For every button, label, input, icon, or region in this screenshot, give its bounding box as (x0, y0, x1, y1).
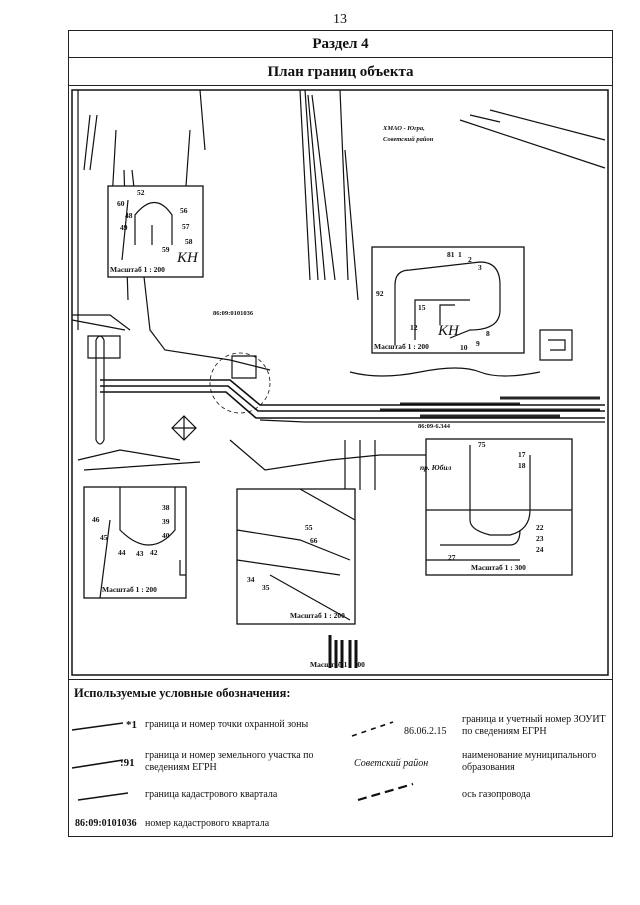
point-number-label: 38 (162, 503, 170, 512)
legend-label: наименование муниципального образования (462, 750, 597, 773)
point-number-label: 52 (137, 188, 145, 197)
legend-marker: :91 (120, 757, 135, 769)
zouit-dashed-icon (351, 721, 394, 737)
legend-symbols (71, 721, 414, 802)
inset-linework (99, 199, 572, 621)
road-label: пр. Юбил (420, 463, 452, 472)
point-number-label: 58 (185, 237, 193, 246)
region-label: ХМАО - Югра, (382, 125, 425, 132)
point-number-label: 45 (100, 533, 108, 542)
legend-marker: Советский район (354, 758, 429, 769)
security-zone-line-icon (71, 722, 124, 731)
point-number-label: 27 (448, 553, 456, 562)
point-number-label: 2 (468, 255, 472, 264)
inset2-scale: Масштаб 1 : 200 (374, 342, 429, 351)
inset2-tag: КН (437, 323, 460, 339)
point-number-label: 81 (447, 250, 455, 259)
page-number: 13 (333, 12, 347, 27)
point-number-label: 92 (376, 289, 384, 298)
point-number-label: 1 (458, 250, 462, 259)
inset1-scale: Масштаб 1 : 200 (110, 265, 165, 274)
point-number-label: 59 (162, 245, 170, 254)
point-number-label: 18 (518, 461, 526, 470)
boundary-plan-map: Масштаб 1 : 200 КН 52 48 49 56 57 58 59 … (68, 86, 613, 680)
point-number-label: 48 (125, 211, 133, 220)
point-number-label: 49 (120, 223, 128, 232)
point-number-label: 12 (410, 323, 418, 332)
point-number-label: 22 (536, 523, 544, 532)
legend-title: Используемые условные обозначения: (74, 686, 291, 700)
point-number-label: 60 (117, 199, 125, 208)
cadastral-quarter-line-icon (77, 792, 129, 801)
legend-label: граница и номер земельного участка по св… (145, 750, 314, 773)
legend-label: граница и учетный номер ЗОУИТ по сведени… (462, 714, 606, 737)
page-frame (68, 30, 613, 837)
inset3-scale: Масштаб 1 : 200 (102, 585, 157, 594)
map-linework (71, 89, 609, 676)
point-number-label: 35 (262, 583, 270, 592)
point-number-label: 55 (305, 523, 313, 532)
point-number-label: 9 (476, 339, 480, 348)
point-number-label: 15 (418, 303, 426, 312)
point-number-label: 10 (460, 343, 468, 352)
zouit-number: 86:09-6.344 (418, 423, 451, 430)
point-number-label: 24 (536, 545, 544, 554)
inset-labels: Масштаб 1 : 200 КН 52 48 49 56 57 58 59 … (92, 125, 544, 669)
point-number-label: 40 (162, 531, 170, 540)
inset4-scale: Масштаб 1 : 200 (290, 611, 345, 620)
point-number-label: 23 (536, 534, 544, 543)
point-number-label: 42 (150, 548, 158, 557)
point-number-label: 56 (180, 206, 188, 215)
point-number-label: 66 (310, 536, 318, 545)
legend-label: граница кадастрового квартала (145, 789, 278, 800)
plan-title: План границ объекта (68, 58, 613, 86)
quarter-number: 86:09:0101036 (213, 310, 254, 317)
inset5-scale: Масштаб 1 : 300 (471, 563, 526, 572)
section-title: Раздел 4 (68, 30, 613, 58)
legend-marker: 86:09:0101036 (75, 818, 137, 829)
inset6-scale: Масштаб 1 : 100 (310, 660, 365, 669)
gas-axis-dashed-icon (357, 782, 414, 802)
legend-marker: 86.06.2.15 (404, 726, 447, 737)
inset1-tag: КН (176, 250, 199, 266)
legend-label: ось газопровода (462, 789, 531, 800)
point-number-label: 46 (92, 515, 100, 524)
point-number-label: 17 (518, 450, 526, 459)
point-number-label: 43 (136, 549, 144, 558)
region-label-2: Советский район (383, 136, 434, 143)
point-number-label: 39 (162, 517, 170, 526)
inset-frames (83, 185, 573, 625)
point-number-label: 75 (478, 440, 486, 449)
legend-label: номер кадастрового квартала (145, 818, 270, 829)
point-number-label: 8 (486, 329, 490, 338)
gas-pipeline-dense-lines (380, 396, 600, 418)
point-number-label: 57 (182, 222, 190, 231)
point-number-label: 34 (247, 575, 255, 584)
point-number-label: 44 (118, 548, 126, 557)
land-plot-line-icon (71, 759, 124, 769)
legend-marker: *1 (126, 719, 137, 731)
map-drawing: Масштаб 1 : 200 КН 52 48 49 56 57 58 59 … (71, 89, 609, 676)
point-number-label: 3 (478, 263, 482, 272)
legend-label: граница и номер точки охранной зоны (145, 719, 309, 730)
